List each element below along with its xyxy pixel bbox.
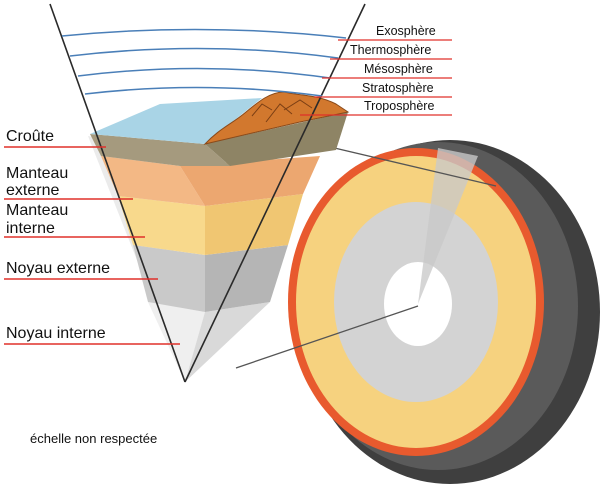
cone-edge-left [49,3,186,383]
label-inner-core: Noyau interne [6,325,106,342]
connector-lines [235,145,497,369]
arc-exosphere [61,28,347,39]
cone-edge-right [184,3,366,383]
scale-note: échelle non respectée [30,431,157,446]
label-exosphere: Exosphère [376,24,436,38]
connector-line-top [325,145,497,187]
section-outer-core-right [205,245,288,312]
atmosphere-arcs [61,28,347,97]
label-thermosphere: Thermosphère [350,43,431,57]
mountain-ridges [251,99,313,123]
section-crust [90,134,230,166]
section-inner-mantle [118,196,205,255]
label-crust: Croûte [6,128,54,145]
sphere-cutaway-wedge [418,148,478,304]
section-mountains [203,91,350,145]
earth-layer-labels: Croûte Manteau externe Manteau interne N… [4,128,180,345]
arc-stratosphere [84,86,323,97]
section-outer-mantle [101,156,205,206]
section-inner-mantle-right [205,194,303,255]
label-mesosphere: Mésosphère [364,62,433,76]
arc-mesosphere [77,67,331,79]
label-outer-mantle-line2: externe [6,182,59,199]
earth-sphere [288,140,600,484]
section-outer-core [133,245,205,312]
atmosphere-labels: Exosphère Thermosphère Mésosphère Strato… [300,24,452,116]
label-troposphere: Troposphère [364,99,434,113]
label-outer-mantle-line1: Manteau [6,165,68,182]
arc-thermosphere [69,47,339,59]
earth-cross-section [49,3,366,383]
section-outline [49,3,366,383]
section-outer-mantle-right [180,156,320,206]
connector-line-bottom [235,305,419,369]
label-inner-mantle-line1: Manteau [6,202,68,219]
label-stratosphere: Stratosphère [362,81,434,95]
section-inner-core-right [185,302,270,382]
label-outer-core: Noyau externe [6,260,110,277]
section-inner-core [148,302,205,382]
section-crust-right [205,112,348,166]
label-inner-mantle-line2: interne [6,220,55,237]
